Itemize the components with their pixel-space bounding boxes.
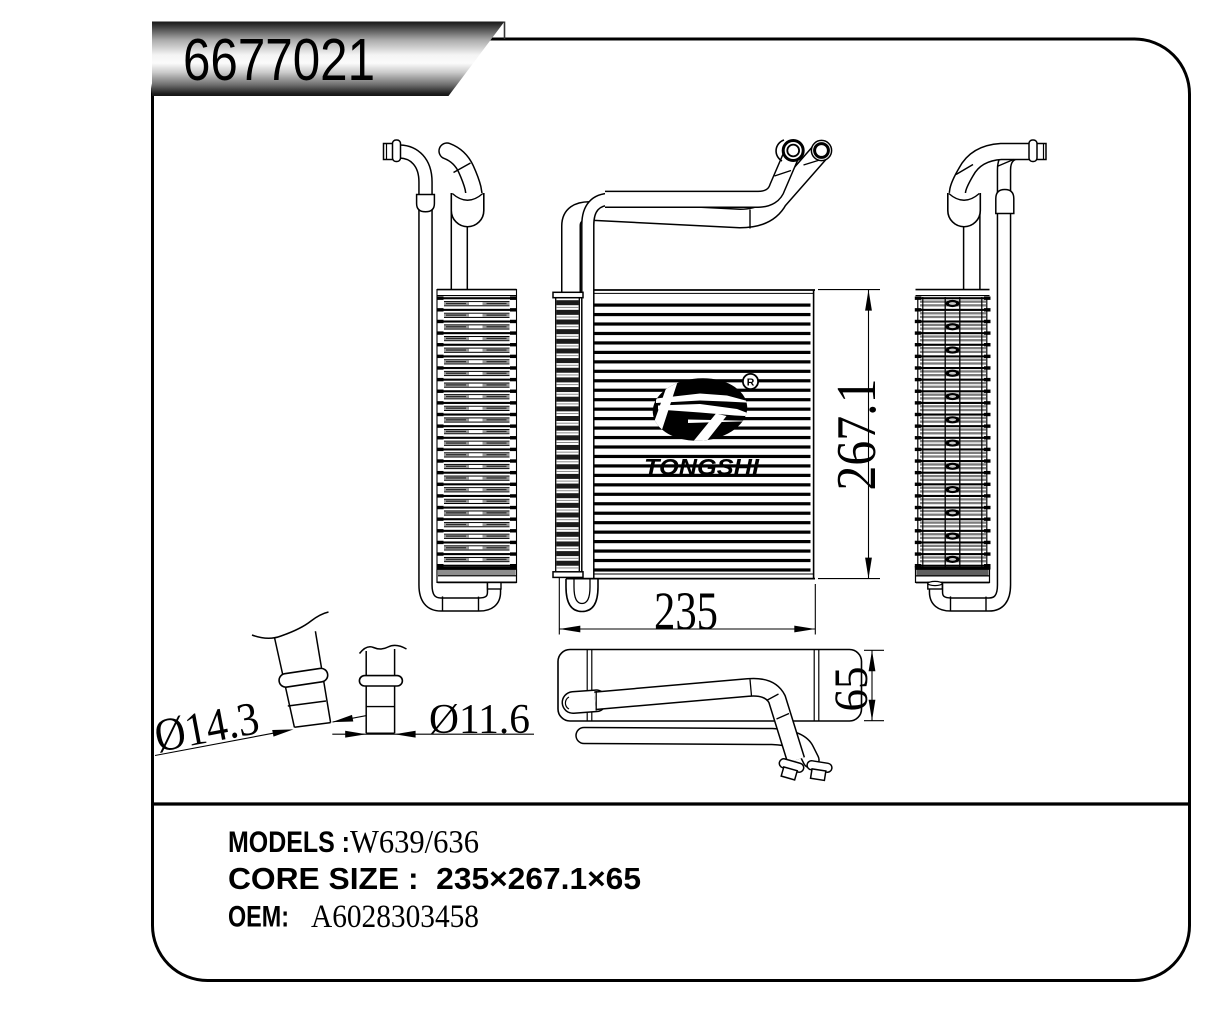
svg-text:Ø11.6: Ø11.6	[429, 697, 530, 743]
svg-text:6677021: 6677021	[183, 27, 375, 93]
svg-text:MODELS :: MODELS :	[228, 826, 350, 859]
svg-text:TONGSHI: TONGSHI	[644, 454, 760, 480]
svg-text:267.1: 267.1	[826, 379, 888, 491]
svg-text:235: 235	[654, 581, 718, 641]
svg-text:OEM:: OEM:	[228, 901, 289, 934]
svg-text:A6028303458: A6028303458	[311, 899, 479, 935]
svg-text:W639/636: W639/636	[350, 825, 479, 861]
svg-text:CORE SIZE : 235×267.1×65: CORE SIZE : 235×267.1×65	[228, 861, 641, 896]
svg-text:R: R	[747, 377, 755, 389]
svg-text:65: 65	[825, 667, 878, 712]
